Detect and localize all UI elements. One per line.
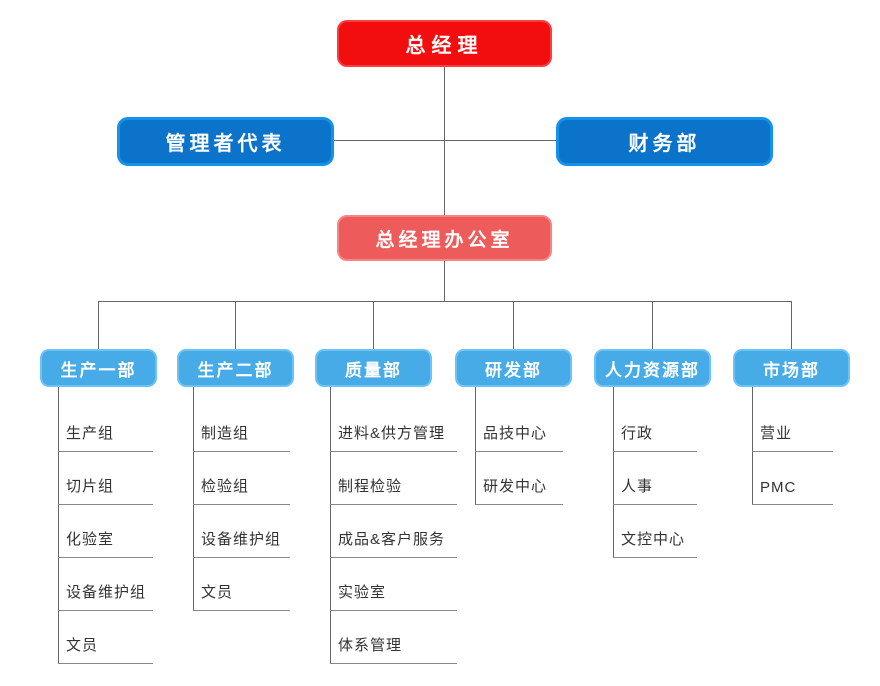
- org-item: 人事: [613, 452, 697, 505]
- connector-level2-horizontal: [334, 140, 556, 141]
- org-item: 检验组: [193, 452, 290, 505]
- sublist-dept-6: 营业 PMC: [752, 399, 833, 505]
- stem-dept-1: [58, 386, 59, 664]
- node-management-representative: 管理者代表: [117, 117, 334, 166]
- node-dept-production-2: 生产二部: [177, 349, 294, 387]
- connector-root-to-office: [444, 67, 445, 215]
- node-general-manager-office: 总经理办公室: [337, 215, 552, 261]
- org-item: 进料&供方管理: [330, 399, 457, 452]
- connector-drop-dept-1: [98, 301, 99, 349]
- node-dept-hr: 人力资源部: [594, 349, 711, 387]
- org-item: 文控中心: [613, 505, 697, 558]
- org-item: 生产组: [58, 399, 153, 452]
- sublist-dept-4: 品技中心 研发中心: [475, 399, 563, 505]
- node-dept-market: 市场部: [733, 349, 850, 387]
- org-item: 品技中心: [475, 399, 563, 452]
- node-dept-quality: 质量部: [315, 349, 432, 387]
- org-item: 文员: [58, 611, 153, 664]
- node-dept-rnd: 研发部: [455, 349, 572, 387]
- org-item: 体系管理: [330, 611, 457, 664]
- sublist-dept-1: 生产组 切片组 化验室 设备维护组 文员: [58, 399, 153, 664]
- connector-drop-dept-3: [373, 301, 374, 349]
- org-item: 制程检验: [330, 452, 457, 505]
- org-item: 制造组: [193, 399, 290, 452]
- connector-office-to-bus: [444, 261, 445, 301]
- org-item: 行政: [613, 399, 697, 452]
- node-dept-production-1: 生产一部: [40, 349, 157, 387]
- org-item: 切片组: [58, 452, 153, 505]
- org-item: 研发中心: [475, 452, 563, 505]
- connector-drop-dept-4: [513, 301, 514, 349]
- stem-dept-4: [475, 386, 476, 505]
- connector-drop-dept-2: [235, 301, 236, 349]
- org-item: 营业: [752, 399, 833, 452]
- stem-dept-6: [752, 386, 753, 505]
- org-item: 成品&客户服务: [330, 505, 457, 558]
- sublist-dept-2: 制造组 检验组 设备维护组 文员: [193, 399, 290, 611]
- node-finance-department: 财务部: [556, 117, 773, 166]
- org-item: 设备维护组: [193, 505, 290, 558]
- sublist-dept-5: 行政 人事 文控中心: [613, 399, 697, 558]
- sublist-dept-3: 进料&供方管理 制程检验 成品&客户服务 实验室 体系管理: [330, 399, 457, 664]
- stem-dept-3: [330, 386, 331, 664]
- connector-department-bus: [98, 301, 791, 302]
- node-general-manager: 总经理: [337, 20, 552, 67]
- org-item: 化验室: [58, 505, 153, 558]
- org-item: 实验室: [330, 558, 457, 611]
- org-item: 设备维护组: [58, 558, 153, 611]
- stem-dept-2: [193, 386, 194, 611]
- org-item: PMC: [752, 452, 833, 505]
- connector-drop-dept-6: [791, 301, 792, 349]
- connector-drop-dept-5: [652, 301, 653, 349]
- stem-dept-5: [613, 386, 614, 558]
- org-item: 文员: [193, 558, 290, 611]
